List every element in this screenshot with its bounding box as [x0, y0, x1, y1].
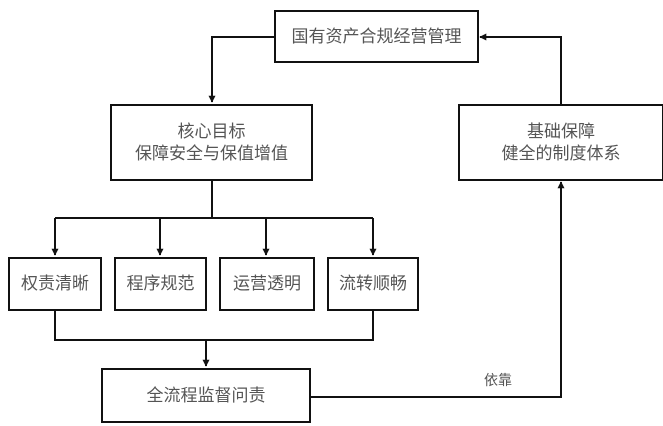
node-subtitle: 健全的制度体系	[501, 143, 621, 164]
node-label: 程序规范	[126, 274, 195, 294]
edge-top-to-core	[208, 36, 275, 103]
edge-supervision-to-foundation	[310, 181, 565, 398]
node-supervision: 全流程监督问责	[101, 368, 311, 423]
edge-label-rely: 依靠	[484, 373, 512, 389]
node-title: 基础保障	[527, 121, 595, 142]
node-label: 运营透明	[233, 274, 301, 294]
edge-merge-bar	[54, 310, 374, 341]
node-core-goal: 核心目标 保障安全与保值增值	[110, 104, 313, 181]
edge-foundation-to-top	[479, 33, 562, 104]
node-label: 国有资产合规经营管理	[291, 26, 462, 47]
node-foundation: 基础保障 健全的制度体系	[458, 104, 663, 181]
node-label: 权责清晰	[21, 274, 89, 294]
node-principle-1: 权责清晰	[8, 257, 102, 311]
node-label: 流转顺畅	[339, 274, 407, 294]
node-subtitle: 保障安全与保值增值	[135, 143, 288, 164]
node-principle-3: 运营透明	[219, 257, 315, 311]
node-principle-2: 程序规范	[114, 257, 207, 311]
node-compliance-management: 国有资产合规经营管理	[274, 10, 479, 63]
node-label: 全流程监督问责	[146, 385, 266, 406]
node-title: 核心目标	[177, 121, 246, 142]
node-principle-4: 流转顺畅	[327, 257, 419, 311]
